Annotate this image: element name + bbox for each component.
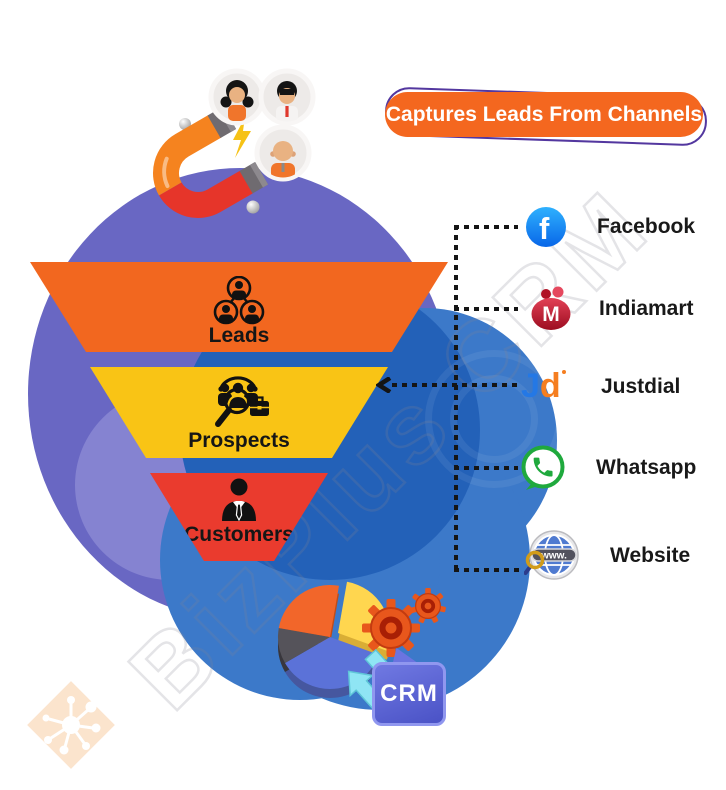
channel-label-justdial: Justdial: [601, 375, 681, 398]
funnel-label-leads: Leads: [208, 324, 270, 347]
channel-label-indiamart: Indiamart: [599, 297, 694, 320]
funnel-stage-leads: Leads: [30, 262, 448, 352]
funnel-label-prospects: Prospects: [188, 429, 290, 452]
avatar-woman: [208, 68, 266, 126]
arrow-left-icon: [376, 377, 392, 393]
crm-analytics-illustration: [278, 581, 446, 710]
justdial-registered-dot: [561, 370, 566, 374]
connector-indiamart-line: [454, 307, 518, 311]
avatar-bald-man: [254, 124, 312, 182]
facebook-letter: f: [539, 211, 550, 246]
avatar-man: [258, 68, 316, 126]
lead-magnet-illustration: [153, 68, 316, 218]
justdial-letter-d: d: [539, 367, 561, 405]
whatsapp-icon: [521, 445, 565, 490]
gear-icon: [410, 588, 446, 624]
magnet-icon: [153, 106, 269, 218]
indiamart-letter: M: [542, 303, 560, 326]
connector-whatsapp-line: [454, 466, 518, 470]
funnel-stage-prospects: Prospects: [90, 367, 388, 458]
badge-label: Captures Leads From Channels: [385, 102, 703, 126]
businessman-icon: [222, 478, 256, 522]
decorative-ring: [425, 350, 563, 488]
website-icon: www.: [524, 530, 579, 580]
decorative-ring: [450, 375, 538, 463]
connector-trunk-line: [454, 225, 458, 574]
crm-badge: CRM: [372, 662, 446, 726]
gear-icon: [362, 599, 420, 657]
channel-label-facebook: Facebook: [597, 215, 696, 238]
channel-label-whatsapp: Whatsapp: [596, 456, 697, 479]
prospect-search-icon: [215, 376, 269, 427]
connector-justdial-line: [392, 383, 520, 387]
funnel-label-customers: Customers: [184, 523, 294, 546]
facebook-icon: f: [526, 207, 566, 247]
connector-facebook-line: [454, 225, 518, 229]
crm-label: CRM: [380, 680, 438, 707]
lightning-icon: [233, 117, 251, 158]
connector-website-line: [454, 568, 520, 572]
justdial-letter-j: J: [521, 367, 540, 405]
indiamart-icon: M: [531, 286, 571, 330]
people-network-icon: [213, 276, 265, 325]
website-banner-text: www.: [540, 551, 567, 562]
justdial-icon: Jd: [521, 366, 581, 406]
brand-logo: [27, 681, 115, 769]
sphere-decoration: [246, 200, 260, 214]
channel-label-website: Website: [610, 544, 691, 567]
captures-leads-badge: Captures Leads From Channels: [385, 92, 703, 137]
